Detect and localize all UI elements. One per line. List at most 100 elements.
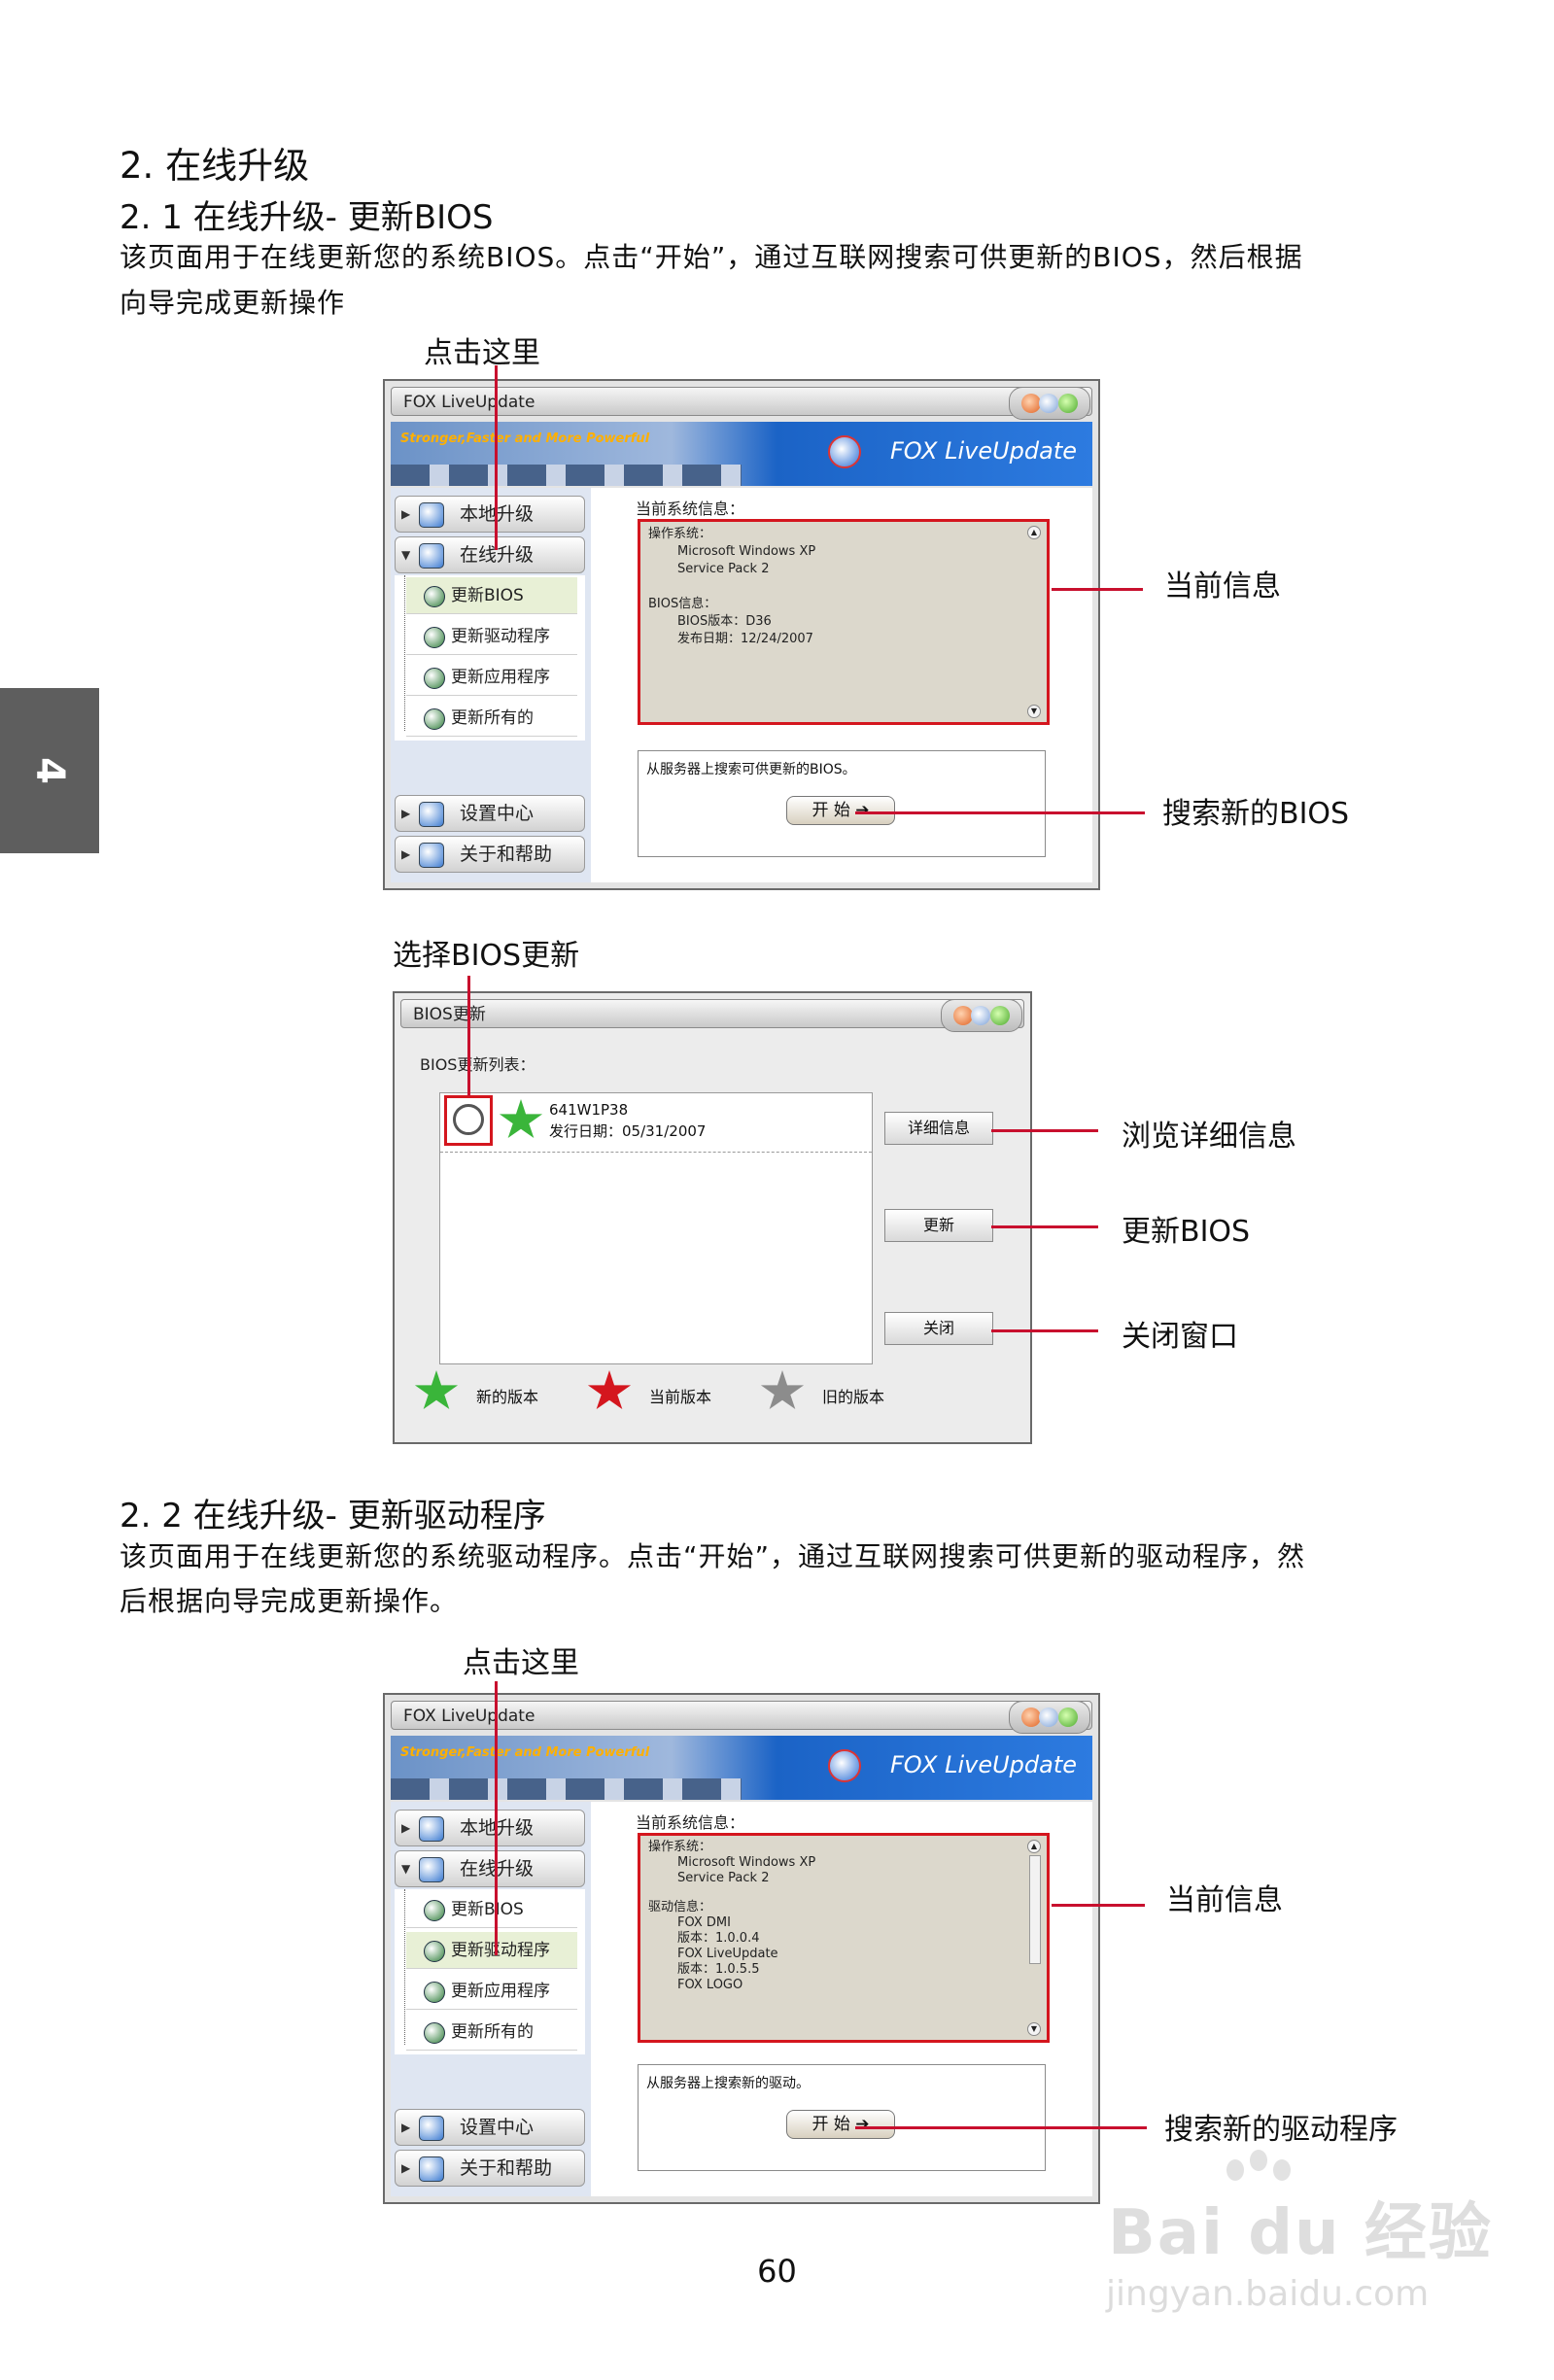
legend-current-star-icon (587, 1370, 632, 1410)
pointer-line-search-bios (855, 811, 1145, 814)
bios-update-list[interactable]: 641W1P38 发行日期：05/31/2007 (439, 1092, 873, 1364)
details-button[interactable]: 详细信息 (884, 1112, 993, 1145)
bios-list-label: BIOS更新列表： (420, 1055, 535, 1074)
scroll-down-icon[interactable]: ▼ (1027, 705, 1041, 718)
nav-sub-label: 更新驱动程序 (451, 1941, 550, 1960)
nav-sub-update-all[interactable]: 更新所有的 (406, 2014, 577, 2051)
nav-sub-label: 更新应用程序 (451, 1982, 550, 2001)
chapter-number: 4 (27, 757, 72, 784)
watermark-paw-icon (1273, 2159, 1291, 2181)
watermark-brand: Bai du 经验 (1108, 2197, 1493, 2269)
maximize-button[interactable] (1039, 1707, 1058, 1727)
scrollbar-thumb[interactable] (1029, 1855, 1041, 1964)
nav-local-update[interactable]: ▶ 本地升级 (395, 496, 585, 533)
globe-icon (419, 1857, 444, 1882)
pointer-line-click-1 (495, 365, 498, 550)
driver-3-name: FOX LOGO (677, 1978, 743, 1992)
maximize-button[interactable] (1039, 394, 1058, 413)
callout-click-here-2: 点击这里 (463, 1646, 579, 1680)
runway-image (391, 465, 742, 486)
app-content-1: ▶ 本地升级 ▼ 在线升级 更新BIOS 更新驱动程序 更新应用程序 更新所有的… (391, 488, 1092, 882)
nav-sub-update-bios[interactable]: 更新BIOS (406, 577, 577, 614)
legend-new-star-icon (414, 1370, 459, 1410)
bios-info-label: BIOS信息： (648, 597, 717, 611)
help-icon (419, 2156, 444, 2182)
nav-about-help[interactable]: ▶ 关于和帮助 (395, 836, 585, 873)
pointer-line-close (991, 1329, 1098, 1332)
search-description: 从服务器上搜索新的驱动。 (646, 2076, 810, 2091)
os-service-pack: Service Pack 2 (677, 562, 770, 576)
nav-online-update[interactable]: ▼ 在线升级 (395, 536, 585, 573)
fox-logo-icon (828, 1749, 861, 1782)
callout-search-bios: 搜索新的BIOS (1162, 797, 1350, 831)
scroll-up-icon[interactable]: ▲ (1027, 1840, 1041, 1853)
nav-sub-update-apps[interactable]: 更新应用程序 (406, 659, 577, 696)
nav-online-update[interactable]: ▼ 在线升级 (395, 1850, 585, 1887)
watermark-url: jingyan.baidu.com (1106, 2274, 1430, 2314)
system-info-label: 当前系统信息： (636, 500, 745, 518)
arrow-right-icon: ➔ (855, 801, 870, 820)
start-label: 开 始 (812, 801, 850, 820)
nav-sub-label: 更新BIOS (451, 1900, 524, 1919)
system-info-box-1: 操作系统： Microsoft Windows XP Service Pack … (638, 519, 1050, 725)
bios-item-name: 641W1P38 (549, 1101, 629, 1119)
legend-old-label: 旧的版本 (822, 1388, 885, 1406)
close-button[interactable] (1058, 394, 1078, 413)
app-icon (424, 1982, 445, 2003)
globe-icon (419, 543, 444, 569)
nav-settings[interactable]: ▶ 设置中心 (395, 795, 585, 832)
scroll-down-icon[interactable]: ▼ (1027, 2022, 1041, 2036)
driver-2-name: FOX LiveUpdate (677, 1947, 778, 1961)
callout-view-details: 浏览详细信息 (1122, 1120, 1296, 1154)
page-number: 60 (757, 2253, 797, 2290)
update-button[interactable]: 更新 (884, 1209, 993, 1242)
watermark-paw-icon (1226, 2159, 1244, 2181)
nav-sub-update-drivers[interactable]: 更新驱动程序 (406, 618, 577, 655)
legend-new-label: 新的版本 (476, 1388, 539, 1406)
callout-search-driver: 搜索新的驱动程序 (1164, 2113, 1398, 2147)
search-description: 从服务器上搜索可供更新的BIOS。 (646, 762, 856, 777)
callout-close-window: 关闭窗口 (1122, 1320, 1238, 1354)
nav-local-update[interactable]: ▶ 本地升级 (395, 1810, 585, 1846)
nav-settings[interactable]: ▶ 设置中心 (395, 2109, 585, 2146)
select-radio-button[interactable] (453, 1104, 484, 1135)
maximize-button[interactable] (971, 1006, 990, 1025)
nav-label: 在线升级 (460, 544, 535, 566)
banner-slogan: Stronger,Faster and More Powerful (400, 431, 650, 446)
pointer-line-click-2 (495, 1681, 498, 1955)
para2-line2: 后根据向导完成更新操作。 (120, 1585, 459, 1617)
close-button[interactable] (990, 1006, 1010, 1025)
legend-old-star-icon (760, 1370, 805, 1410)
os-name: Microsoft Windows XP (677, 544, 816, 559)
minimize-button[interactable] (1021, 394, 1041, 413)
gear-icon (419, 802, 444, 827)
nav-sub-update-bios[interactable]: 更新BIOS (406, 1891, 577, 1928)
bios-list-item[interactable]: 641W1P38 发行日期：05/31/2007 (440, 1093, 872, 1153)
nav-label: 设置中心 (460, 2117, 535, 2138)
close-dialog-button[interactable]: 关闭 (884, 1312, 993, 1345)
nav-sub-update-all[interactable]: 更新所有的 (406, 700, 577, 737)
nav-sub-update-apps[interactable]: 更新应用程序 (406, 1973, 577, 2010)
close-button[interactable] (1058, 1707, 1078, 1727)
banner-slogan: Stronger,Faster and More Powerful (400, 1745, 650, 1760)
search-panel-2: 从服务器上搜索新的驱动。 开 始 ➔ (638, 2064, 1046, 2171)
nav-sub-label: 更新所有的 (451, 708, 534, 728)
nav-sub-label: 更新驱动程序 (451, 627, 550, 646)
nav-sub-label: 更新BIOS (451, 586, 524, 605)
nav-label: 关于和帮助 (460, 2157, 553, 2179)
nav-about-help[interactable]: ▶ 关于和帮助 (395, 2150, 585, 2187)
minimize-button[interactable] (1021, 1707, 1041, 1727)
subsection-bios-heading: 2. 1 在线升级- 更新BIOS (120, 198, 494, 237)
os-name: Microsoft Windows XP (677, 1855, 816, 1870)
start-button-1[interactable]: 开 始 ➔ (786, 796, 895, 825)
start-button-2[interactable]: 开 始 ➔ (786, 2110, 895, 2139)
expand-arrow-icon: ▼ (401, 1862, 411, 1876)
callout-update-bios: 更新BIOS (1122, 1215, 1251, 1249)
pointer-line-select-bios (467, 976, 470, 1096)
nav-sub-list-2: 更新BIOS 更新驱动程序 更新应用程序 更新所有的 (395, 1889, 585, 2054)
pointer-line-update (991, 1225, 1098, 1228)
minimize-button[interactable] (953, 1006, 973, 1025)
window-controls-2 (1009, 1701, 1090, 1734)
nav-sub-update-drivers[interactable]: 更新驱动程序 (406, 1932, 577, 1969)
scroll-up-icon[interactable]: ▲ (1027, 526, 1041, 539)
